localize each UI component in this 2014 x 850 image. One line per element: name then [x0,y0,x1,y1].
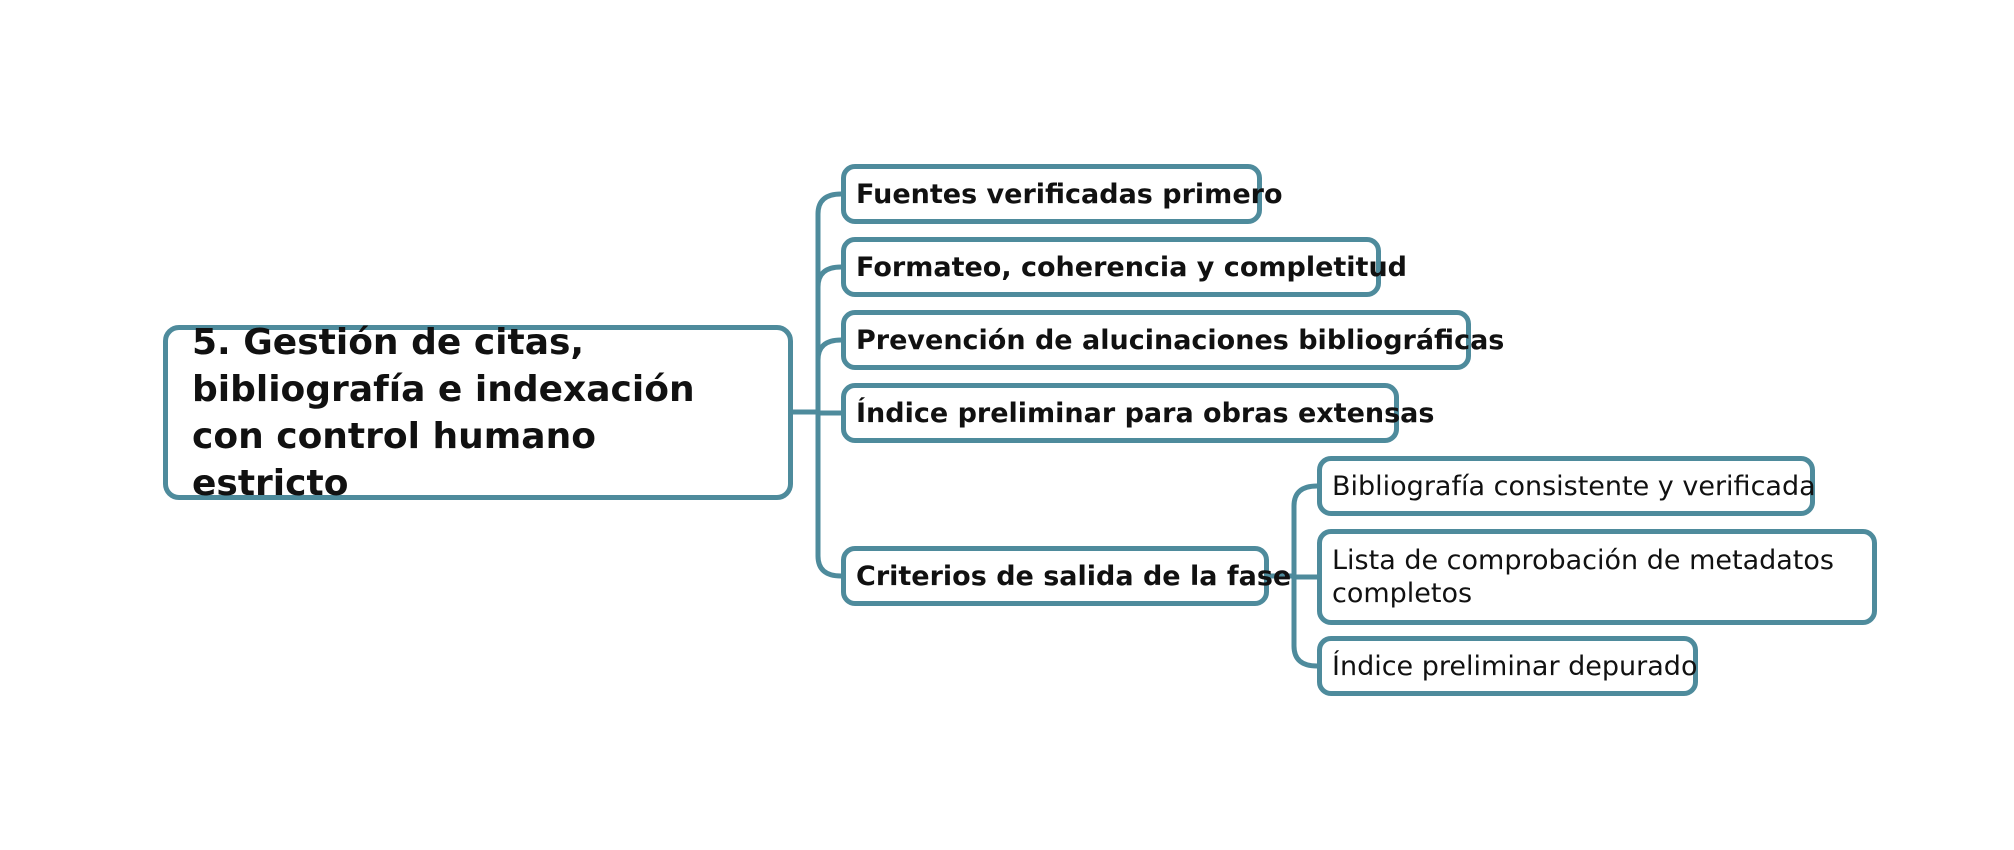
connector-formateo [815,264,844,290]
topic-label: Criterios de salida de la fase [856,560,1292,592]
subtopic-label: Índice preliminar depurado [1332,650,1698,682]
root-topic[interactable]: 5. Gestión de citas, bibliografía e inde… [163,322,793,504]
subtopic-label: Lista de comprobación de metadatos compl… [1332,545,1834,609]
topic-indice-preliminar[interactable]: Índice preliminar para obras extensas [841,383,1434,443]
topic-criterios-salida[interactable]: Criterios de salida de la fase [841,546,1291,606]
topic-label: Fuentes verificadas primero [856,178,1283,210]
topic-fuentes-verificadas[interactable]: Fuentes verificadas primero [841,164,1283,224]
subtopic-indice-depurado[interactable]: Índice preliminar depurado [1317,636,1698,696]
topic-label: Prevención de alucinaciones bibliográfic… [856,324,1505,356]
topic-formateo-coherencia[interactable]: Formateo, coherencia y completitud [841,237,1407,297]
subtopic-label: Bibliografía consistente y verificada [1332,470,1816,502]
topic-label: Formateo, coherencia y completitud [856,251,1408,283]
connector-prevencion [815,337,844,363]
subtopic-lista-metadatos[interactable]: Lista de comprobación de metadatos compl… [1317,529,1877,625]
topic-prevencion-alucinaciones[interactable]: Prevención de alucinaciones bibliográfic… [841,310,1504,370]
root-topic-label: 5. Gestión de citas, bibliografía e inde… [192,321,695,504]
subtopic-bibliografia-consistente[interactable]: Bibliografía consistente y verificada [1317,456,1816,516]
topic-label: Índice preliminar para obras extensas [856,397,1435,429]
connector-trunk [815,191,844,579]
